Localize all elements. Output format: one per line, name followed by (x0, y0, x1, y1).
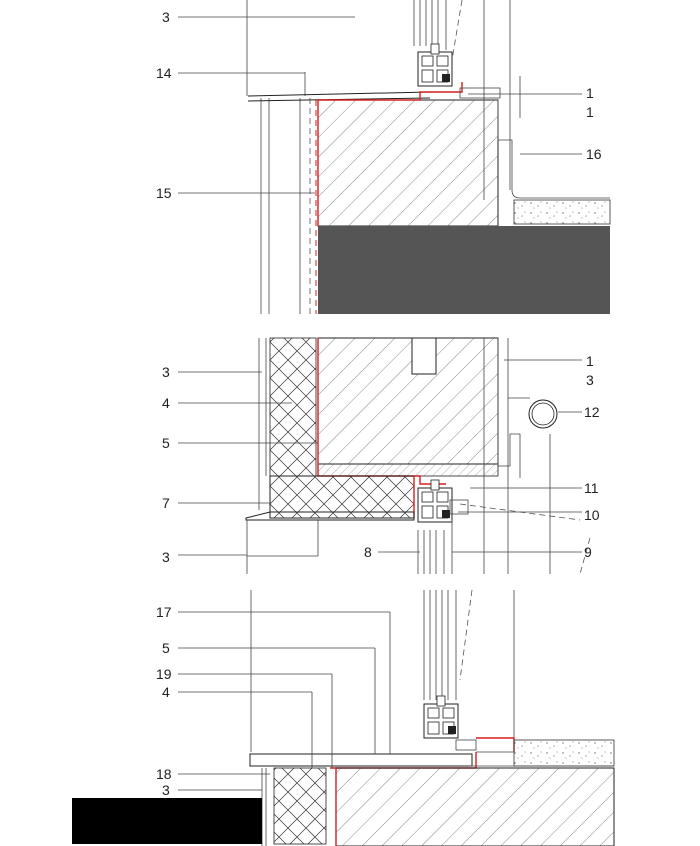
section-head (246, 0, 611, 314)
label-s1-e: 1 (586, 104, 594, 120)
label-s2-f: 8 (364, 544, 372, 560)
lintel-hatched (317, 99, 499, 227)
slab-hatched (335, 767, 615, 846)
label-s2-k: 10 (584, 507, 600, 523)
label-s2-b: 4 (162, 395, 170, 411)
label-s1-f: 16 (586, 146, 602, 162)
label-s1-b: 14 (156, 65, 172, 81)
label-s2-e: 3 (162, 549, 170, 565)
label-s2-h: 3 (586, 372, 594, 388)
label-s3-a: 17 (156, 604, 172, 620)
label-s3-d: 4 (162, 684, 170, 700)
label-s3-e: 18 (156, 766, 172, 782)
label-s2-i: 12 (584, 404, 600, 420)
ground-black (72, 798, 262, 844)
label-s2-j: 11 (584, 480, 599, 496)
label-s3-f: 3 (162, 782, 170, 798)
label-s2-a: 3 (162, 364, 170, 380)
screed-floor (513, 739, 615, 767)
label-s3-b: 5 (162, 640, 170, 656)
label-s2-g: 1 (586, 353, 594, 369)
label-s2-l: 9 (584, 544, 592, 560)
insulation-lower (269, 475, 415, 519)
section-middle (245, 337, 591, 575)
insulation-cross (269, 337, 317, 477)
labels: 3 14 15 1 1 16 3 4 5 7 3 8 1 3 12 11 10 … (156, 9, 602, 798)
label-s1-a: 3 (162, 9, 170, 25)
section-bottom (72, 589, 615, 846)
label-s1-c: 15 (156, 185, 172, 201)
insulation-sill (273, 767, 327, 845)
concrete-slab (318, 226, 610, 314)
label-s3-c: 19 (156, 666, 172, 682)
label-s2-c: 5 (162, 435, 170, 451)
label-s1-d: 1 (586, 85, 594, 101)
leaders (178, 16, 582, 791)
label-s2-d: 7 (162, 495, 170, 511)
screed-layer (513, 199, 611, 225)
pipe (528, 399, 558, 429)
